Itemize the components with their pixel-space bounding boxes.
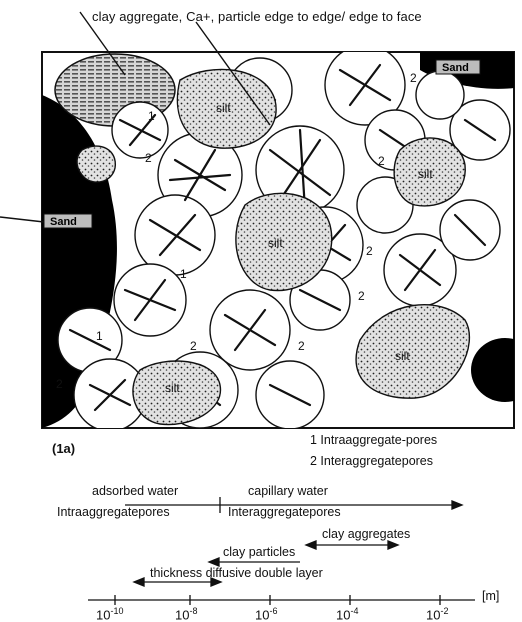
silt-label-1: silt xyxy=(216,101,231,115)
sand-label-right: Sand xyxy=(442,62,469,74)
tick-label: 10-2 xyxy=(426,606,448,622)
silt-label-3: silt xyxy=(418,167,433,181)
silt-label-4: silt xyxy=(395,349,410,363)
pore-label-2: 2 xyxy=(190,339,197,353)
pore-label-2: 2 xyxy=(366,244,373,258)
intraaggregate-label: Intraaggregatepores xyxy=(57,505,170,519)
capillary-water-label: capillary water xyxy=(248,484,328,498)
tick-label: 10-6 xyxy=(255,606,277,622)
sand-label-left: Sand xyxy=(50,216,77,228)
legend-intraaggregate: 1 Intraaggregate-pores xyxy=(310,433,437,447)
pore-label-2: 2 xyxy=(358,289,365,303)
legend-interaggregate: 2 Interaggregatepores xyxy=(310,454,433,468)
silt-label-2: silt xyxy=(268,236,283,250)
pore-label-2: 2 xyxy=(56,377,63,391)
top-caption: clay aggregate, Ca+, particle edge to ed… xyxy=(92,9,422,24)
tick-label: 10-10 xyxy=(96,606,123,622)
pore-label-1: 1 xyxy=(180,267,187,281)
pore-label-2: 2 xyxy=(410,71,417,85)
figure-id: (1a) xyxy=(52,441,75,456)
pore-label-2: 2 xyxy=(378,154,385,168)
interaggregate-label: Interaggregatepores xyxy=(228,505,341,519)
clay-particles-label: clay particles xyxy=(223,545,295,559)
pore-label-1: 1 xyxy=(148,109,155,123)
tick-label: 10-4 xyxy=(336,606,358,622)
pore-label-1: 1 xyxy=(96,329,103,343)
pore-label-2: 2 xyxy=(298,339,305,353)
silt-label-5: silt xyxy=(165,381,180,395)
clay-aggregates-label: clay aggregates xyxy=(322,527,410,541)
adsorbed-water-label: adsorbed water xyxy=(92,484,178,498)
unit-label: [m] xyxy=(482,589,499,603)
double-layer-label: thickness diffusive double layer xyxy=(150,566,323,580)
pore-label-2: 2 xyxy=(145,151,152,165)
tick-label: 10-8 xyxy=(175,606,197,622)
